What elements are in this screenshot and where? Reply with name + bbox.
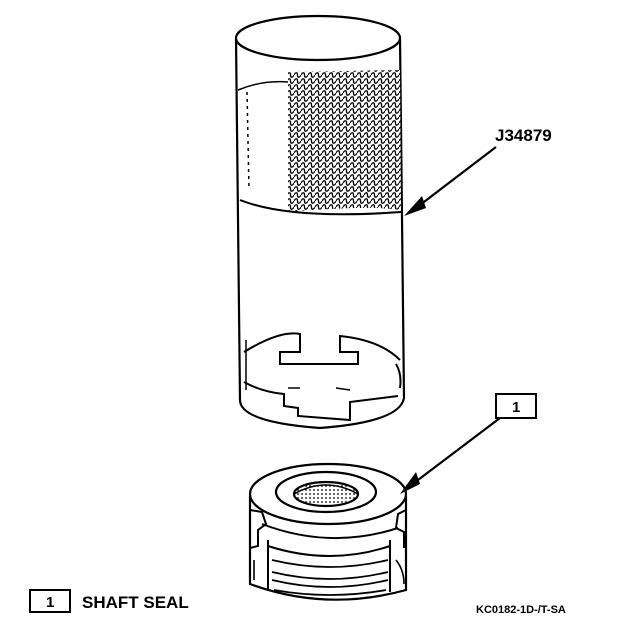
tool-bottom-slots: [243, 332, 401, 365]
callout-1: 1: [400, 393, 537, 494]
seal-body-outline: [248, 496, 408, 601]
figure-code: KC0182-1D-/T-SA: [476, 604, 566, 616]
callout-number: 1: [512, 399, 520, 416]
tool-number-label: J34879: [495, 126, 552, 145]
legend-text: SHAFT SEAL: [82, 593, 189, 612]
legend-number: 1: [46, 594, 54, 611]
tool-leader-arrow: [404, 146, 497, 216]
tool-knurled-band: [288, 70, 401, 212]
legend: 1 SHAFT SEAL: [29, 589, 189, 613]
legend-number-box: [29, 589, 71, 613]
seal-installer-tool: [234, 14, 406, 430]
shaft-seal: [248, 462, 408, 601]
seal-lower-recess: [267, 540, 391, 592]
tool-body-outline: [234, 37, 406, 430]
tool-top-rim: [234, 14, 402, 62]
